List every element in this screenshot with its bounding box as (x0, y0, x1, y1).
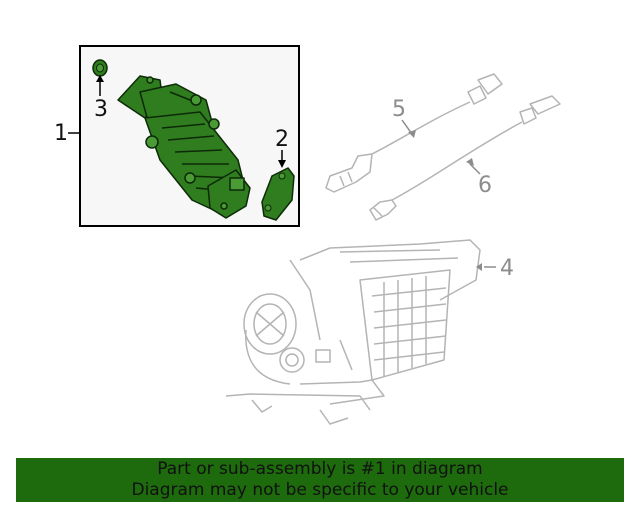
manifold-part-4 (225, 239, 481, 425)
callout-4-label: 4 (500, 256, 514, 281)
gasket-part-2 (261, 167, 295, 221)
callout-6: 6 (466, 158, 492, 198)
callout-1: 1 (54, 121, 80, 146)
callout-6-label: 6 (478, 173, 492, 198)
sensor-part-6 (369, 95, 561, 221)
callout-2: 2 (275, 127, 289, 168)
info-banner: Part or sub-assembly is #1 in diagram Di… (16, 458, 624, 502)
seal-part-3 (92, 59, 108, 77)
banner-line-2: Diagram may not be specific to your vehi… (131, 480, 509, 500)
callout-3: 3 (94, 75, 108, 122)
sensor-part-5 (325, 73, 503, 193)
callout-3-label: 3 (94, 97, 108, 122)
callout-4: 4 (476, 256, 514, 281)
callout-5-label: 5 (392, 97, 406, 122)
callout-2-label: 2 (275, 127, 289, 152)
parts-diagram: 1 3 (54, 45, 561, 425)
callout-1-label: 1 (54, 121, 68, 146)
banner-line-1: Part or sub-assembly is #1 in diagram (157, 459, 483, 479)
egr-cooler-part (117, 75, 251, 219)
callout-5: 5 (392, 97, 416, 138)
